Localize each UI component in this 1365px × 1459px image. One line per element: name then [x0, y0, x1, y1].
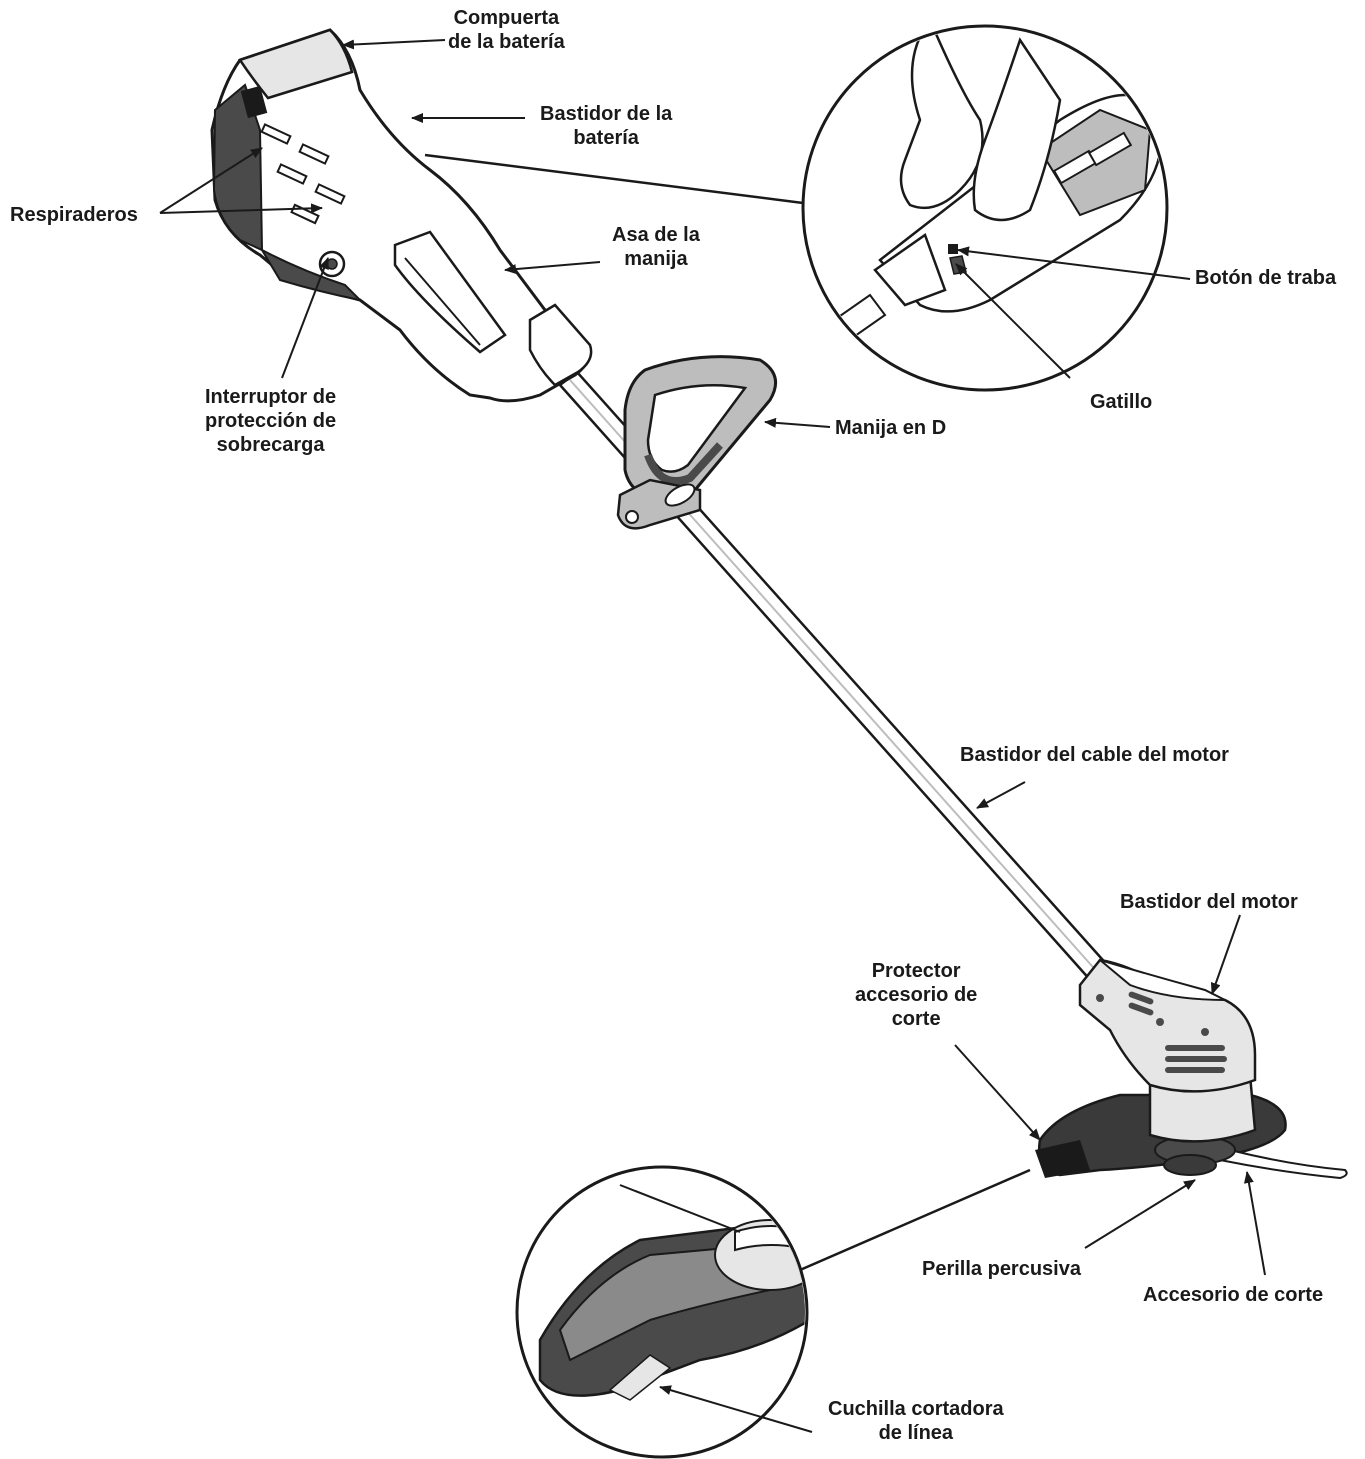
label-battery-door: Compuerta de la batería — [448, 6, 565, 54]
label-line: Bastidor del cable del motor — [960, 744, 1229, 766]
label-d-handle: Manija en D — [835, 416, 946, 440]
label-handle-grip: Asa de la manija — [612, 223, 700, 271]
label-line: batería — [573, 127, 639, 149]
label-line: sobrecarga — [216, 434, 325, 456]
label-line: Respiraderos — [10, 204, 138, 226]
label-line-cutter-blade: Cuchilla cortadora de línea — [828, 1397, 1004, 1445]
label-battery-housing: Bastidor de la batería — [540, 102, 672, 150]
label-line: Asa de la — [612, 224, 700, 246]
label-vents: Respiraderos — [10, 203, 138, 227]
label-line: Interruptor de — [205, 386, 337, 408]
label-line: corte — [891, 1008, 941, 1030]
label-line: Gatillo — [1090, 391, 1153, 413]
battery-handle-assembly — [210, 28, 593, 403]
label-cutting-guard: Protector accesorio de corte — [855, 959, 977, 1031]
label-cutting-attachment: Accesorio de corte — [1143, 1283, 1323, 1307]
label-line: Bastidor de la — [540, 103, 673, 125]
label-line: Bastidor del motor — [1120, 891, 1298, 913]
label-bump-knob: Perilla percusiva — [922, 1257, 1081, 1281]
label-line: Manija en D — [835, 417, 947, 439]
blade-detail-circle — [515, 1165, 809, 1459]
d-handle — [616, 355, 778, 530]
label-trigger: Gatillo — [1090, 390, 1152, 414]
label-line: Botón de traba — [1195, 267, 1337, 289]
label-line: Perilla percusiva — [922, 1258, 1081, 1280]
label-line: protección de — [205, 410, 337, 432]
label-line: de la batería — [448, 31, 565, 53]
label-overload-switch: Interruptor de protección de sobrecarga — [205, 385, 336, 457]
label-line: Compuerta — [453, 7, 560, 29]
label-line: Accesorio de corte — [1143, 1284, 1324, 1306]
leader-arrows — [159, 39, 1266, 1433]
label-motor-housing: Bastidor del motor — [1120, 890, 1298, 914]
detail-connector-lines — [424, 153, 1031, 1272]
label-line: Protector — [871, 960, 961, 982]
label-line: Cuchilla cortadora — [828, 1398, 1004, 1420]
motor-head — [1035, 958, 1348, 1180]
label-lock-button: Botón de traba — [1195, 266, 1336, 290]
label-line: de línea — [878, 1422, 954, 1444]
label-line: manija — [624, 248, 688, 270]
label-line: accesorio de — [855, 984, 978, 1006]
trigger-detail-circle — [801, 24, 1169, 392]
label-motor-cable-housing: Bastidor del cable del motor — [960, 743, 1229, 767]
